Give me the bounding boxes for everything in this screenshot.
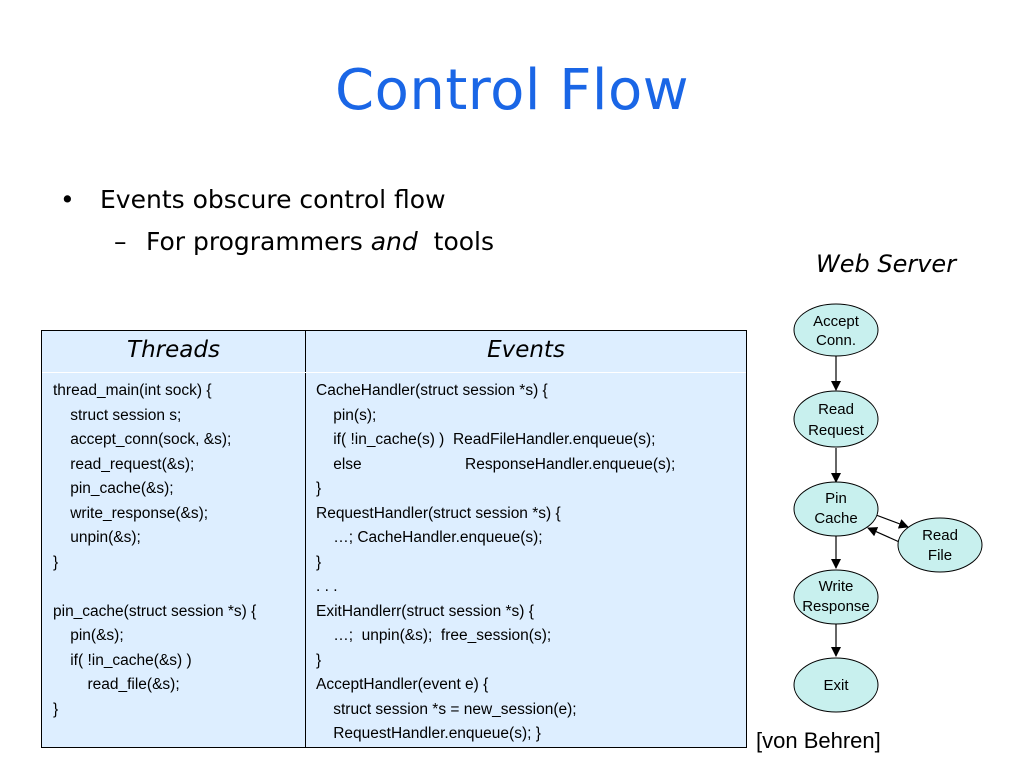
bullet-level2: –For programmers and tools <box>114 227 494 256</box>
code-line: accept_conn(sock, &s); <box>53 431 232 448</box>
node-label: Cache <box>814 510 857 527</box>
code-line: if( !in_cache(s) ) ReadFileHandler.enque… <box>316 431 656 448</box>
code-line: } <box>316 651 322 669</box>
events-code-block: CacheHandler(struct session *s) { pin(s)… <box>316 379 675 747</box>
node-accept-conn: Accept Conn. <box>793 303 879 357</box>
web-server-flow-diagram: Accept Conn. Read Request Pin Cache Writ… <box>793 303 983 713</box>
node-label: Read <box>922 527 958 544</box>
code-line: if( !in_cache(&s) ) <box>53 651 192 669</box>
code-line: struct session s; <box>53 406 182 424</box>
slide-title: Control Flow <box>334 58 690 123</box>
bullet-marker: – <box>114 227 127 256</box>
node-label: Accept <box>813 313 860 330</box>
citation: [von Behren] <box>756 728 881 753</box>
code-line: } <box>53 553 59 571</box>
code-line: . . . <box>316 578 338 595</box>
bullet-level1: • Events obscure control flow <box>60 185 446 214</box>
code-line: else ResponseHandler.enqueue(s); <box>316 455 676 473</box>
node-exit: Exit <box>793 657 879 713</box>
code-line: read_file(&s); <box>53 676 180 693</box>
node-read-request: Read Request <box>793 390 879 448</box>
code-line: RequestHandler.enqueue(s); } <box>316 725 541 742</box>
code-line: write_response(&s); <box>53 504 209 522</box>
code-line: read_request(&s); <box>53 455 195 473</box>
code-line: CacheHandler(struct session *s) { <box>316 382 548 399</box>
node-label: Read <box>818 401 854 418</box>
node-label: Response <box>802 598 870 615</box>
code-line: struct session *s = new_session(e); <box>316 700 577 718</box>
node-label: Request <box>808 422 865 439</box>
node-label: Write <box>819 578 854 595</box>
bullet-text-pre: For programmers <box>146 227 371 256</box>
code-line: pin(s); <box>316 406 377 424</box>
code-line: pin_cache(struct session *s) { <box>53 602 257 620</box>
threads-header: Threads <box>127 337 220 363</box>
code-line: pin_cache(&s); <box>53 480 174 497</box>
events-header: Events <box>487 337 565 363</box>
code-line: thread_main(int sock) { <box>53 382 212 399</box>
code-line <box>53 575 256 600</box>
code-line: unpin(&s); <box>53 529 141 546</box>
bullet-text-post: tools <box>417 227 495 256</box>
code-line: …; CacheHandler.enqueue(s); <box>316 529 543 546</box>
bullet-text-emphasis: and <box>370 227 418 256</box>
header-separator <box>42 372 746 373</box>
code-line: } <box>53 700 59 718</box>
threads-code-block: thread_main(int sock) { struct session s… <box>53 379 256 722</box>
diagram-caption: Web Server <box>816 250 957 278</box>
code-line: } <box>316 553 322 571</box>
bullet-marker: • <box>60 185 75 214</box>
code-comparison-table: Threads Events thread_main(int sock) { s… <box>41 330 747 748</box>
code-line: RequestHandler(struct session *s) { <box>316 504 561 522</box>
node-write-response: Write Response <box>793 569 879 625</box>
node-label: Conn. <box>816 332 856 349</box>
bullet-text: Events obscure control flow <box>100 185 446 214</box>
node-read-file: Read File <box>897 517 983 573</box>
column-divider <box>305 331 306 747</box>
code-line: AcceptHandler(event e) { <box>316 676 489 693</box>
code-line: …; unpin(&s); free_session(s); <box>316 627 552 644</box>
node-label: File <box>928 547 952 564</box>
node-label: Exit <box>823 677 849 694</box>
node-pin-cache: Pin Cache <box>793 481 879 537</box>
code-line: pin(&s); <box>53 627 124 644</box>
code-line: } <box>316 480 322 497</box>
code-line: ExitHandlerr(struct session *s) { <box>316 602 534 620</box>
node-label: Pin <box>825 490 847 507</box>
